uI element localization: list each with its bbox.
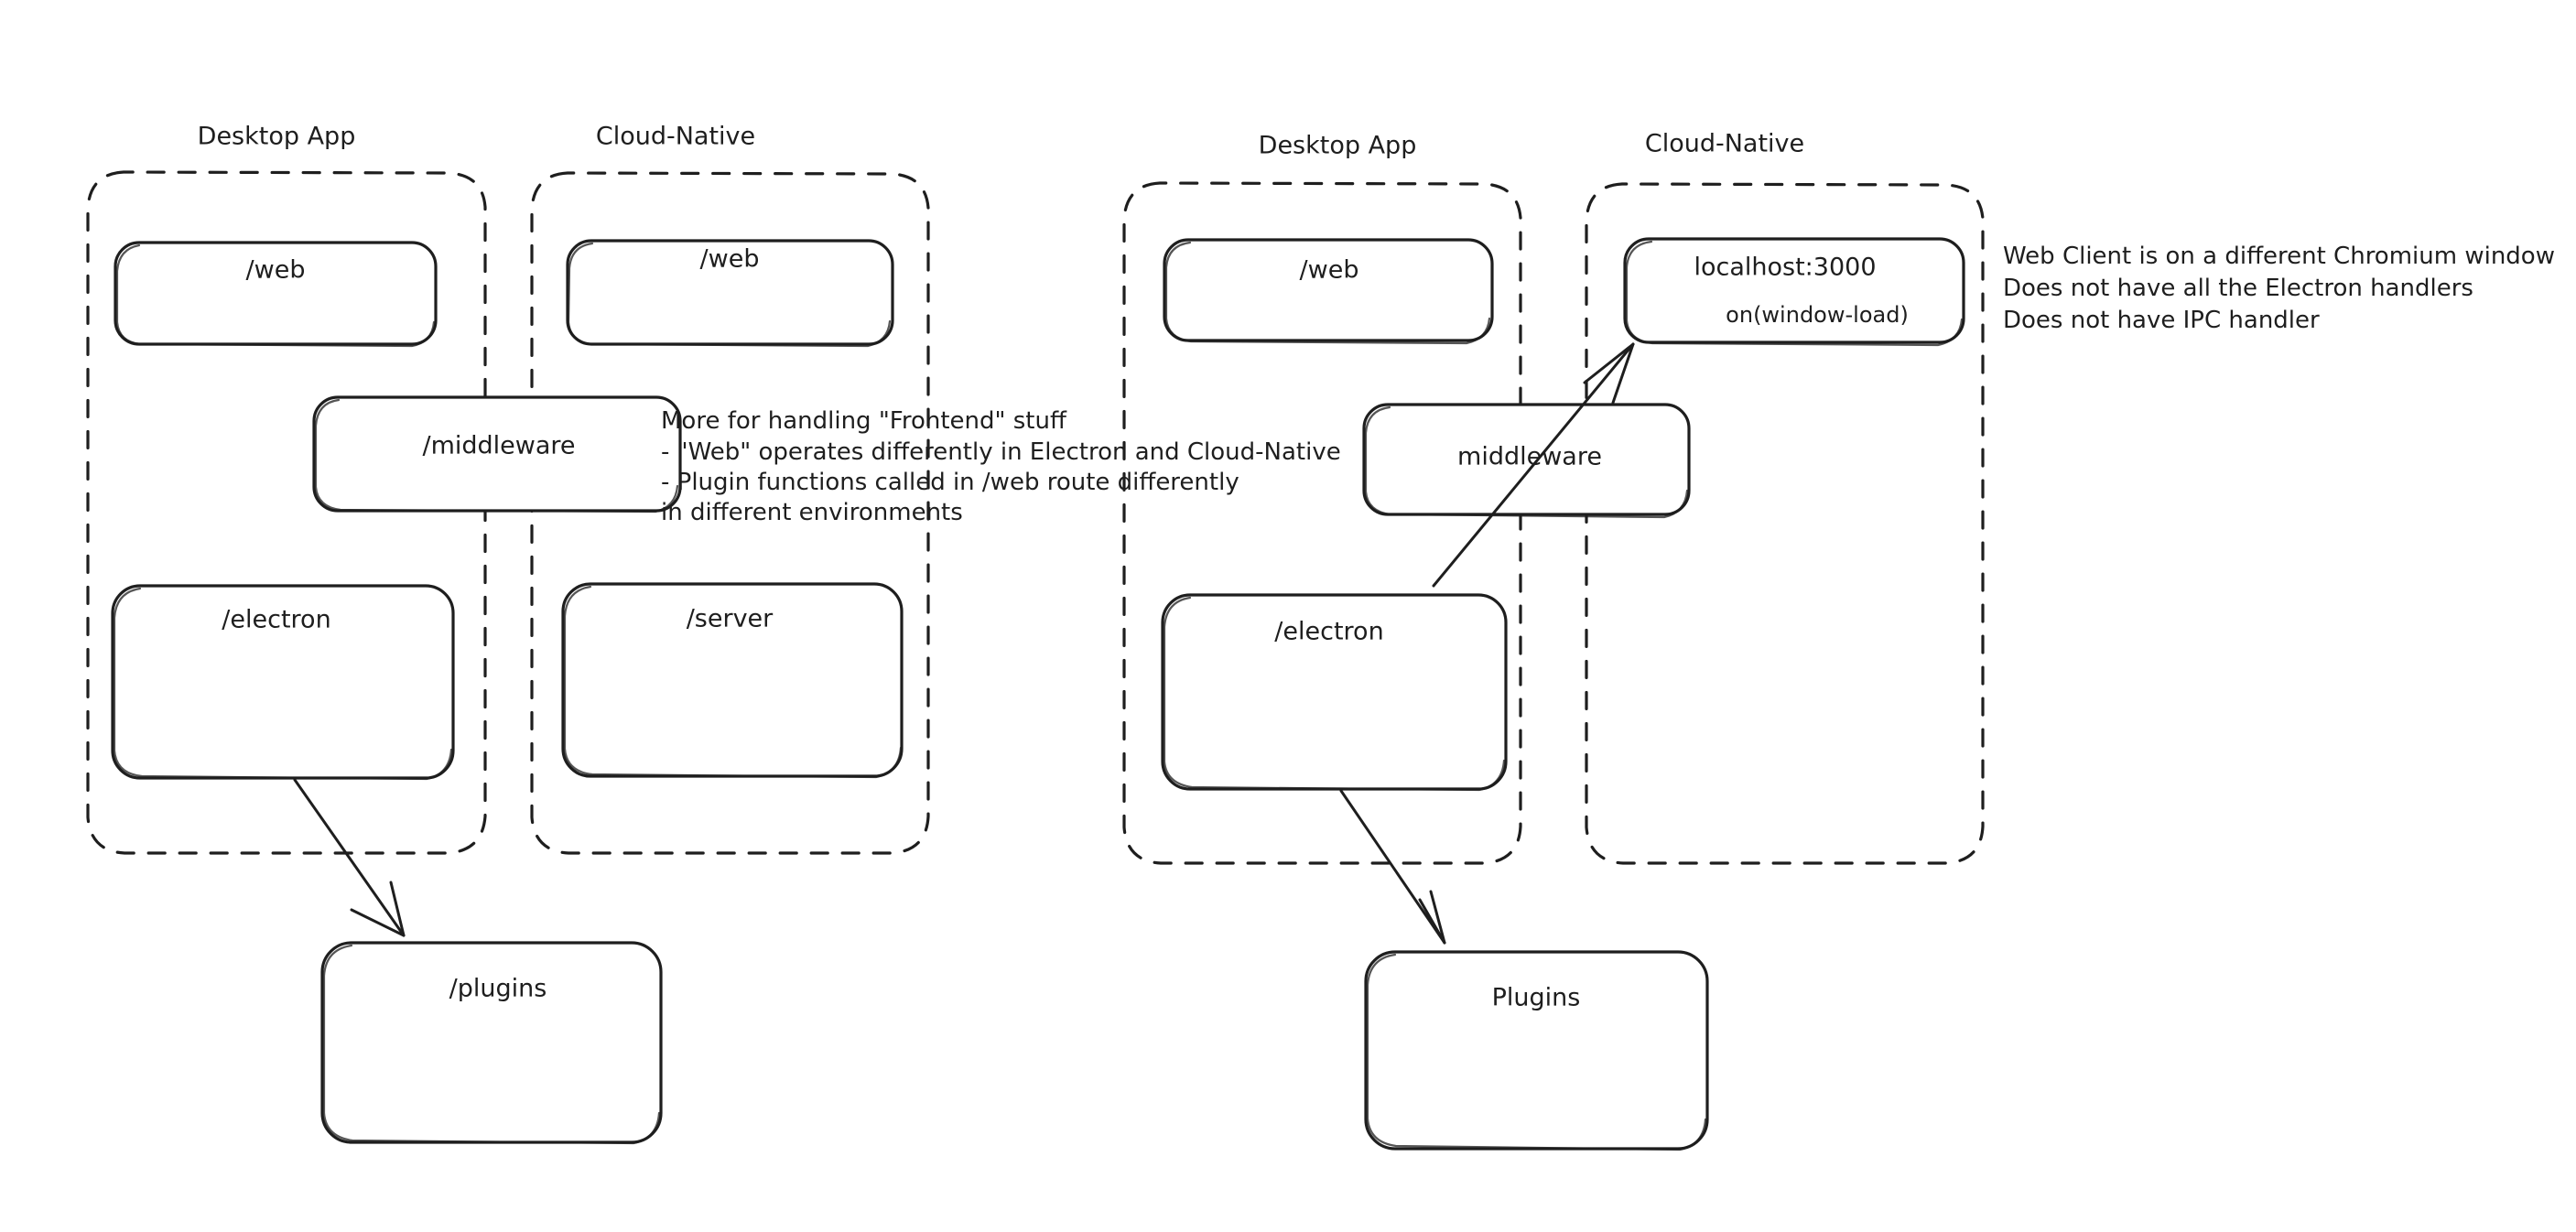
node-sublabel-right-localhost: on(window-load): [1726, 302, 1909, 328]
red-note: Web Client is on a different Chromium wi…: [2003, 243, 2555, 334]
group-container-right-desktop-app: [1122, 181, 1522, 865]
arrow-electron-to-plugins-right: [1339, 789, 1446, 945]
red-note-line-3: Does not have IPC handler: [2003, 307, 2320, 334]
node-label-right-middleware: middleware: [1457, 443, 1602, 471]
node-label-right-plugins: Plugins: [1492, 984, 1581, 1012]
green-note-line-3: - Plugin functions called in /web route …: [661, 469, 1239, 496]
green-note-line-1: More for handling "Frontend" stuff: [661, 407, 1067, 435]
node-label-right-desktop-web: /web: [1300, 256, 1359, 285]
node-left-middleware[interactable]: /middleware: [312, 395, 682, 513]
node-label-right-electron: /electron: [1274, 618, 1383, 646]
group-title-right-desktop-app: Desktop App: [1259, 132, 1417, 160]
green-note: More for handling "Frontend" stuff - "We…: [661, 407, 1341, 526]
green-note-line-2: - "Web" operates differently in Electron…: [661, 438, 1341, 466]
node-label-left-cloud-web: /web: [700, 245, 760, 274]
node-right-plugins[interactable]: Plugins: [1364, 950, 1709, 1151]
node-left-electron[interactable]: /electron: [111, 584, 455, 781]
group-title-left-cloud-native: Cloud-Native: [596, 123, 755, 151]
green-note-line-4: in different environments: [661, 499, 963, 526]
node-label-right-localhost: localhost:3000: [1694, 254, 1876, 282]
group-title-left-desktop-app: Desktop App: [198, 123, 356, 151]
node-label-left-middleware: /middleware: [422, 432, 575, 460]
node-label-left-desktop-web: /web: [246, 256, 306, 285]
group-title-right-cloud-native: Cloud-Native: [1645, 130, 1804, 158]
node-label-left-plugins: /plugins: [449, 975, 547, 1003]
node-label-left-server: /server: [687, 605, 774, 633]
group-container-left-cloud-native: [530, 171, 930, 855]
node-label-left-electron: /electron: [222, 606, 330, 634]
node-right-middleware[interactable]: middleware: [1362, 403, 1691, 519]
red-note-line-1: Web Client is on a different Chromium wi…: [2003, 243, 2555, 270]
group-container-left-desktop-app: [86, 170, 487, 855]
group-container-right-cloud-native: [1585, 182, 1985, 865]
arrow-electron-to-plugins: [293, 778, 406, 937]
node-right-localhost[interactable]: localhost:3000 on(window-load): [1623, 237, 1965, 347]
red-note-line-2: Does not have all the Electron handlers: [2003, 275, 2473, 302]
arrow-electron-to-localhost: [1432, 342, 1635, 588]
node-left-desktop-web[interactable]: /web: [114, 241, 438, 348]
node-right-desktop-web[interactable]: /web: [1163, 238, 1494, 345]
node-left-server[interactable]: /server: [561, 582, 904, 779]
node-right-electron[interactable]: /electron: [1161, 593, 1508, 792]
node-left-cloud-web[interactable]: /web: [566, 239, 894, 348]
node-left-plugins[interactable]: /plugins: [320, 941, 663, 1145]
